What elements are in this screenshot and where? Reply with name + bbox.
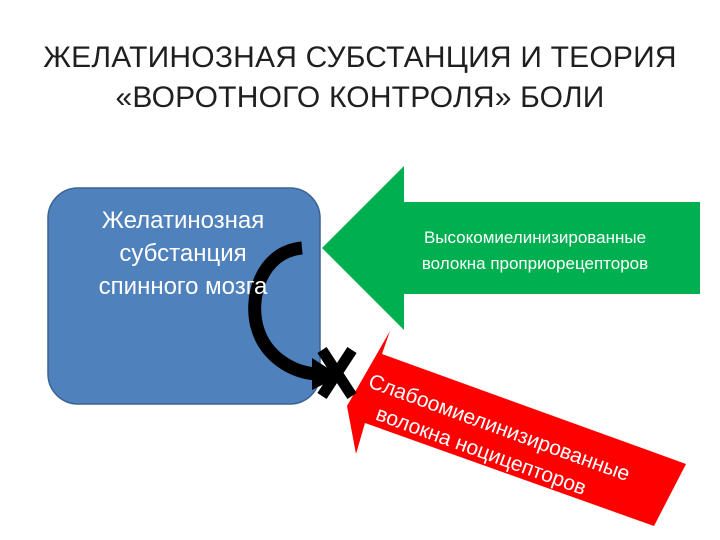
box-line-3: спинного мозга	[98, 273, 268, 300]
green-line-2: волокна проприорецепторов	[421, 254, 649, 273]
curved-arrow-icon	[248, 241, 340, 390]
slide-title: ЖЕЛАТИНОЗНАЯ СУБСТАНЦИЯ И ТЕОРИЯ «ВОРОТН…	[0, 38, 720, 118]
substantia-box	[47, 187, 321, 405]
title-line-1: ЖЕЛАТИНОЗНАЯ СУБСТАНЦИЯ И ТЕОРИЯ	[43, 41, 677, 74]
substantia-label: Желатинозная субстанция спинного мозга	[52, 204, 314, 303]
green-arrow	[322, 166, 700, 330]
title-line-2: «ВОРОТНОГО КОНТРОЛЯ» БОЛИ	[115, 81, 605, 114]
x-cross-icon	[317, 346, 357, 400]
green-line-1: Высокомиелинизированные	[423, 228, 647, 247]
box-line-1: Желатинозная	[101, 207, 265, 234]
red-arrow	[347, 331, 686, 526]
green-arrow-label: Высокомиелинизированные волокна проприор…	[372, 225, 698, 277]
box-line-2: субстанция	[119, 240, 247, 267]
